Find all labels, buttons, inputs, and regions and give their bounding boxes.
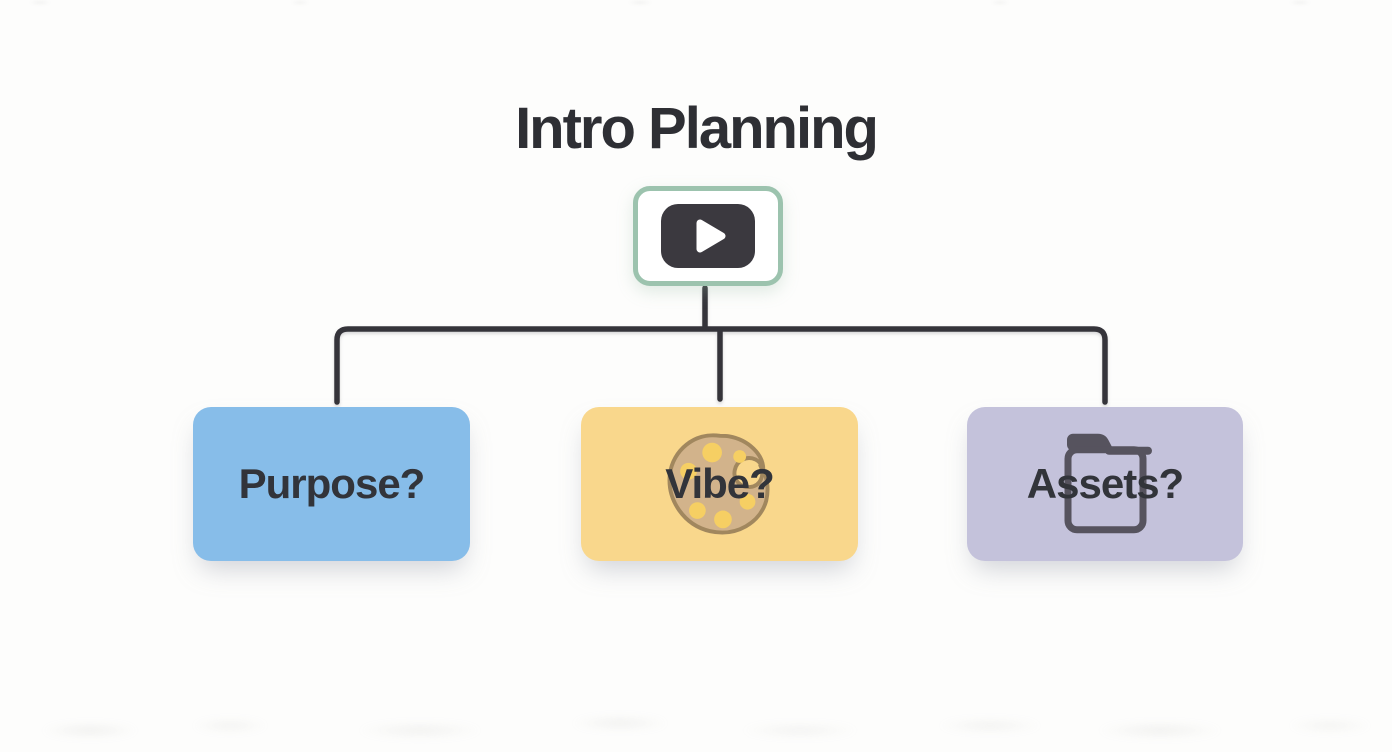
node-purpose[interactable]: Purpose? — [193, 407, 470, 561]
play-triangle-icon — [696, 219, 725, 253]
ghost-artifact-strip-bottom — [0, 704, 1392, 752]
root-video-node[interactable] — [633, 186, 783, 286]
play-button-icon — [661, 204, 755, 268]
palette-icon — [667, 433, 769, 535]
node-vibe-label: Vibe? — [665, 460, 775, 507]
folder-icon — [1064, 433, 1152, 534]
node-assets[interactable]: Assets? — [967, 407, 1243, 561]
connector-branch-rail — [334, 326, 1108, 405]
node-vibe[interactable]: Vibe? — [581, 407, 858, 561]
node-assets-label: Assets? — [1026, 460, 1184, 507]
node-purpose-label: Purpose? — [238, 460, 426, 507]
ghost-artifact-strip-top — [0, 0, 1392, 10]
diagram-title: Intro Planning — [515, 96, 879, 161]
